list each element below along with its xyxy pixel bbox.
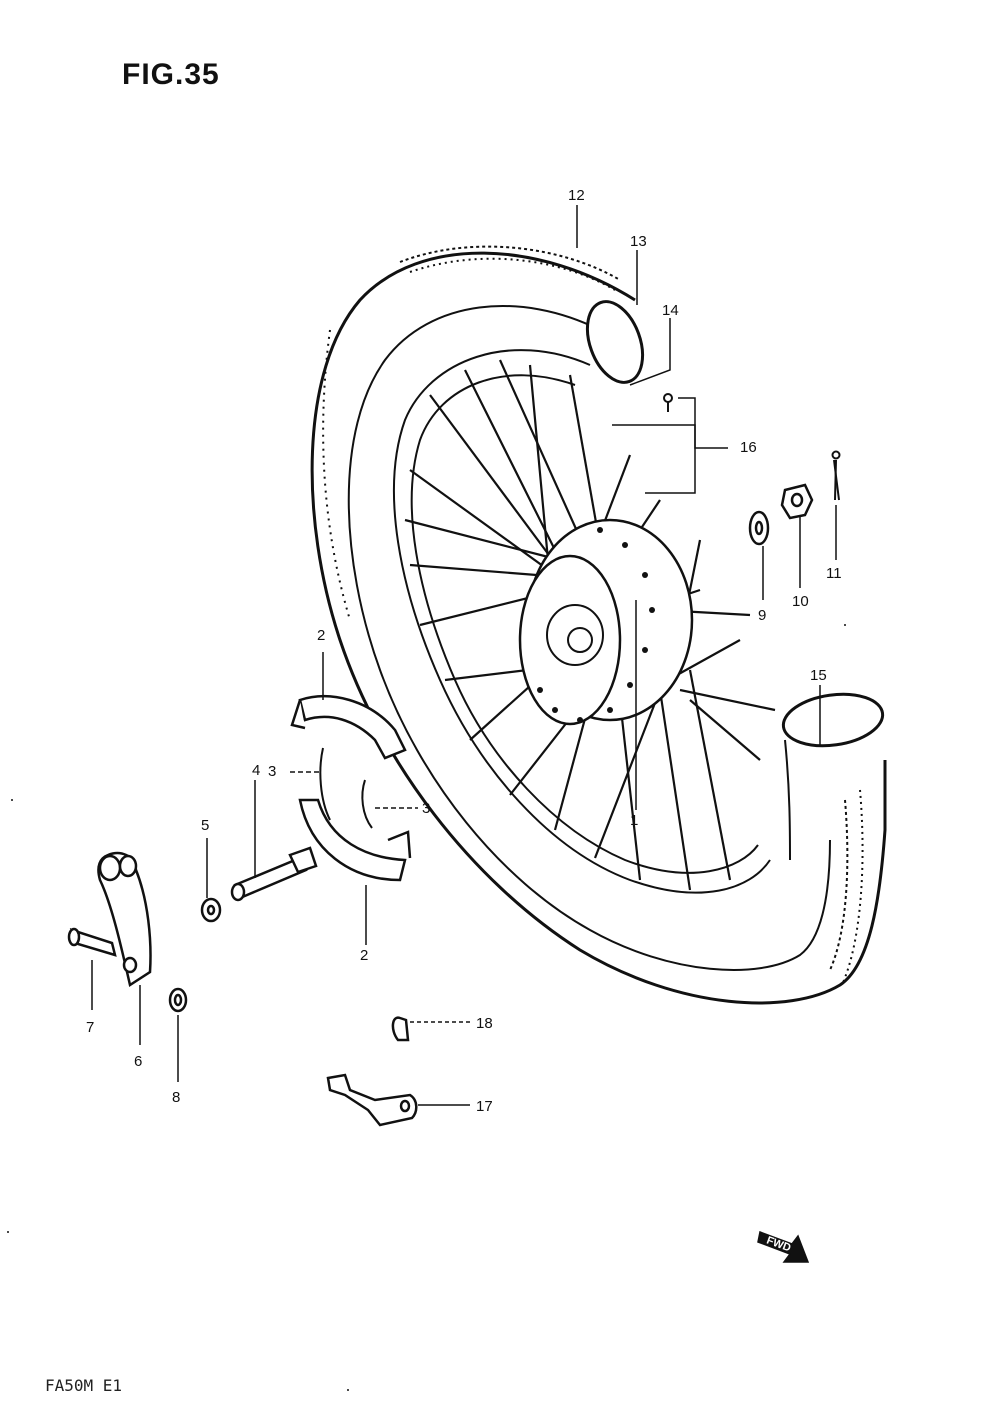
- tire: [310, 245, 887, 1005]
- callout-9: 9: [758, 607, 766, 624]
- callout-1: 1: [630, 812, 638, 829]
- callout-16: 16: [740, 439, 757, 456]
- callout-10: 10: [792, 593, 809, 610]
- figure-title: FIG.35: [122, 58, 220, 91]
- callout-2-lower: 2: [360, 947, 368, 964]
- washer: [200, 897, 222, 923]
- model-code: FA50M E1: [45, 1376, 123, 1395]
- callout-7: 7: [86, 1019, 94, 1036]
- forward-direction-arrow: FWD: [757, 1230, 810, 1263]
- rim-band-clip: [391, 1016, 410, 1042]
- callout-11: 11: [826, 565, 842, 582]
- brake-cam-lever: [97, 851, 152, 988]
- brake-shoe-springs: [319, 747, 373, 829]
- axle-nut: [780, 483, 814, 520]
- callout-4: 4: [252, 762, 260, 779]
- brake-camshaft: [230, 846, 318, 902]
- brake-shoe-lower: [298, 798, 412, 882]
- brake-shoe-upper: [290, 695, 407, 760]
- callout-14: 14: [662, 302, 679, 319]
- leader-lines: [91, 205, 837, 1106]
- front-hub: [518, 518, 694, 726]
- cotter-pin: [831, 450, 841, 501]
- scan-marks: [7, 624, 846, 1391]
- callout-5: 5: [201, 817, 209, 834]
- callout-labels: 12 13 14 16 11 10 9 15 2 3 3 4 5 1 2 7 6…: [86, 187, 842, 1115]
- spoke-nipple: [663, 393, 673, 412]
- callout-2-upper: 2: [317, 627, 325, 644]
- callout-18: 18: [476, 1015, 493, 1032]
- hub-spoke-holes: [537, 527, 655, 723]
- callout-8: 8: [172, 1089, 180, 1106]
- fwd-label: FWD: [765, 1235, 793, 1255]
- callout-6: 6: [134, 1053, 142, 1070]
- callout-13: 13: [630, 233, 647, 250]
- callout-12: 12: [568, 187, 585, 204]
- axle-washer: [748, 510, 770, 546]
- brake-stopper-bracket: [326, 1073, 418, 1127]
- callout-3-left: 3: [268, 763, 276, 780]
- lever-bolt: [67, 927, 117, 957]
- callout-15: 15: [810, 667, 827, 684]
- callout-17: 17: [476, 1098, 493, 1115]
- lever-nut: [168, 987, 188, 1013]
- callout-3-right: 3: [422, 800, 430, 817]
